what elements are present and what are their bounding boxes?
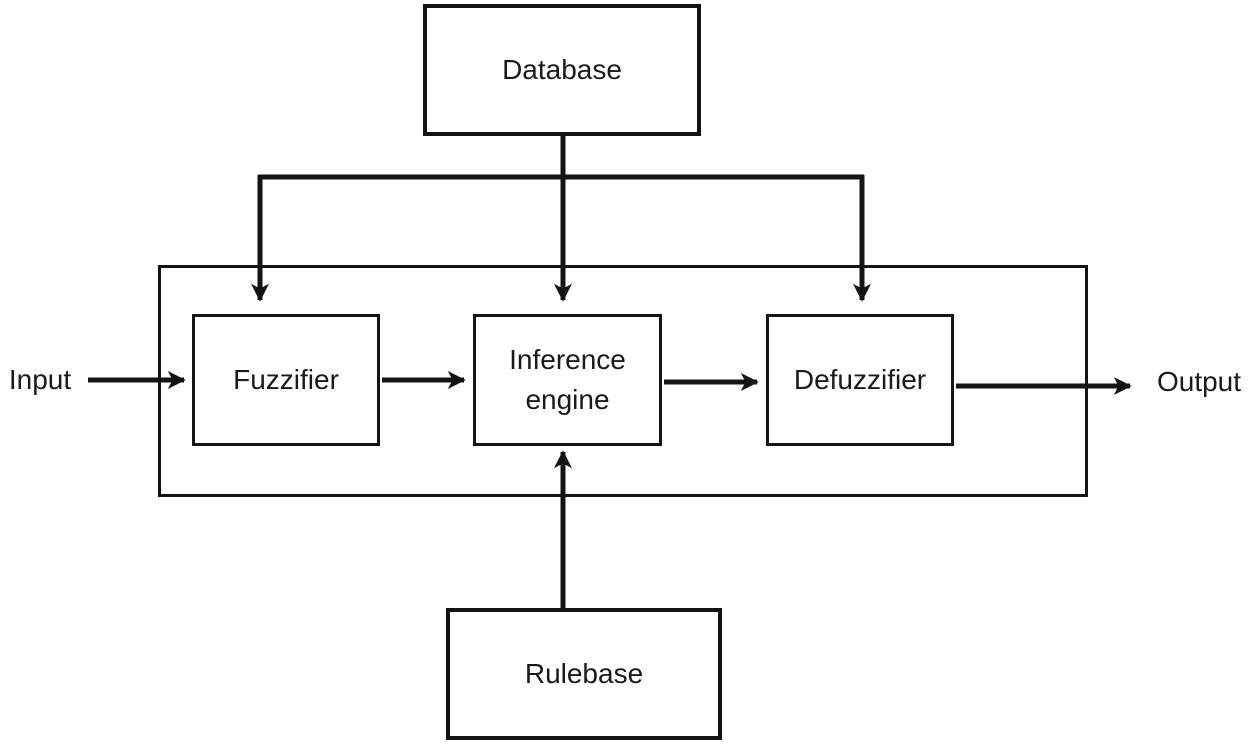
input-label: Input	[8, 364, 72, 395]
node-database-label: Database	[502, 54, 622, 85]
node-rulebase: Rulebase	[446, 608, 722, 740]
node-fuzzifier-label: Fuzzifier	[233, 364, 339, 395]
node-database: Database	[423, 4, 701, 136]
output-label: Output	[1156, 366, 1242, 397]
node-inference-engine: Inference engine	[473, 314, 662, 446]
node-rulebase-label: Rulebase	[524, 658, 644, 689]
node-fuzzifier: Fuzzifier	[192, 314, 380, 446]
node-defuzzifier: Defuzzifier	[766, 314, 954, 446]
node-defuzzifier-label: Defuzzifier	[793, 364, 927, 395]
node-inference-engine-label: Inference engine	[509, 344, 626, 415]
system-boundary-box	[158, 265, 1088, 497]
